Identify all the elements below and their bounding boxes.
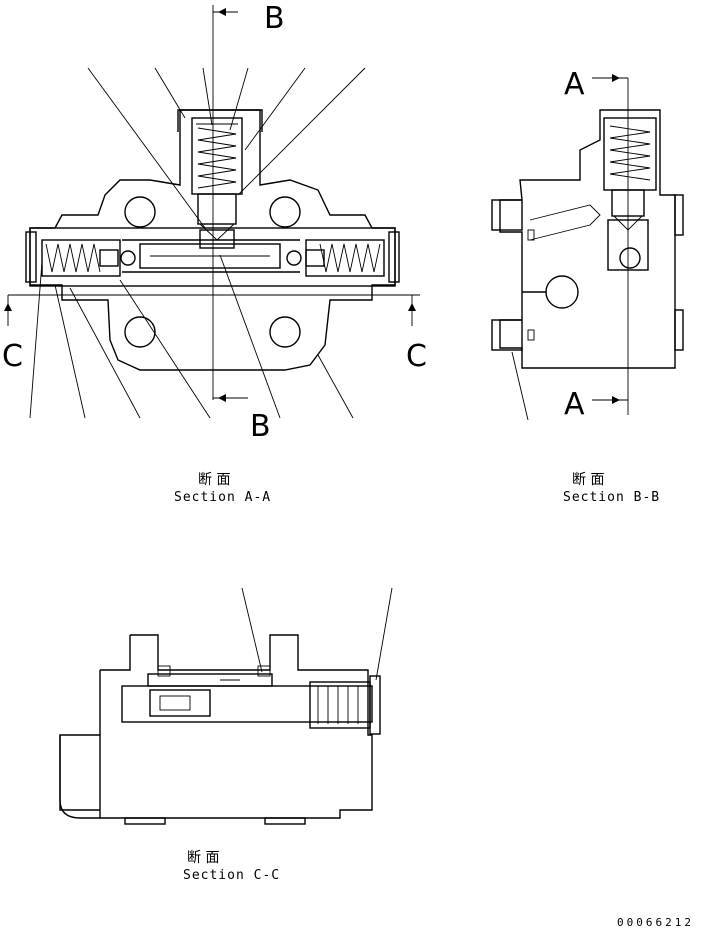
section-c-label: Section C-C (183, 868, 280, 883)
marker-c-right: C (406, 339, 427, 374)
marker-a-top: A (564, 67, 585, 102)
marker-c-left: C (2, 339, 23, 374)
valve-body-a (25, 109, 400, 371)
drawing-code: 00066212 (617, 916, 694, 929)
section-b-kanji: 断 面 (572, 472, 604, 488)
leader-line-c-1 (241, 587, 263, 673)
section-b-b-view: A A 断 面 Section B-B (491, 67, 684, 505)
spring-top-a (196, 123, 238, 189)
leader-line-c-2 (375, 587, 393, 681)
leader-lines-bottom-a (29, 254, 354, 419)
leader-line-b (511, 351, 529, 421)
section-a-kanji: 断 面 (198, 472, 230, 488)
marker-b-top: B (264, 1, 285, 36)
marker-b-bottom: B (250, 409, 271, 444)
section-c-c-view: 断 面 Section C-C (59, 587, 393, 883)
section-a-label: Section A-A (174, 490, 271, 505)
marker-a-bottom: A (564, 387, 585, 422)
section-b-label: Section B-B (563, 490, 660, 505)
section-c-kanji: 断 面 (187, 850, 219, 866)
leader-lines-top-a (87, 67, 366, 229)
section-a-a-view: B B C C 断 面 Section A-A (2, 1, 427, 505)
